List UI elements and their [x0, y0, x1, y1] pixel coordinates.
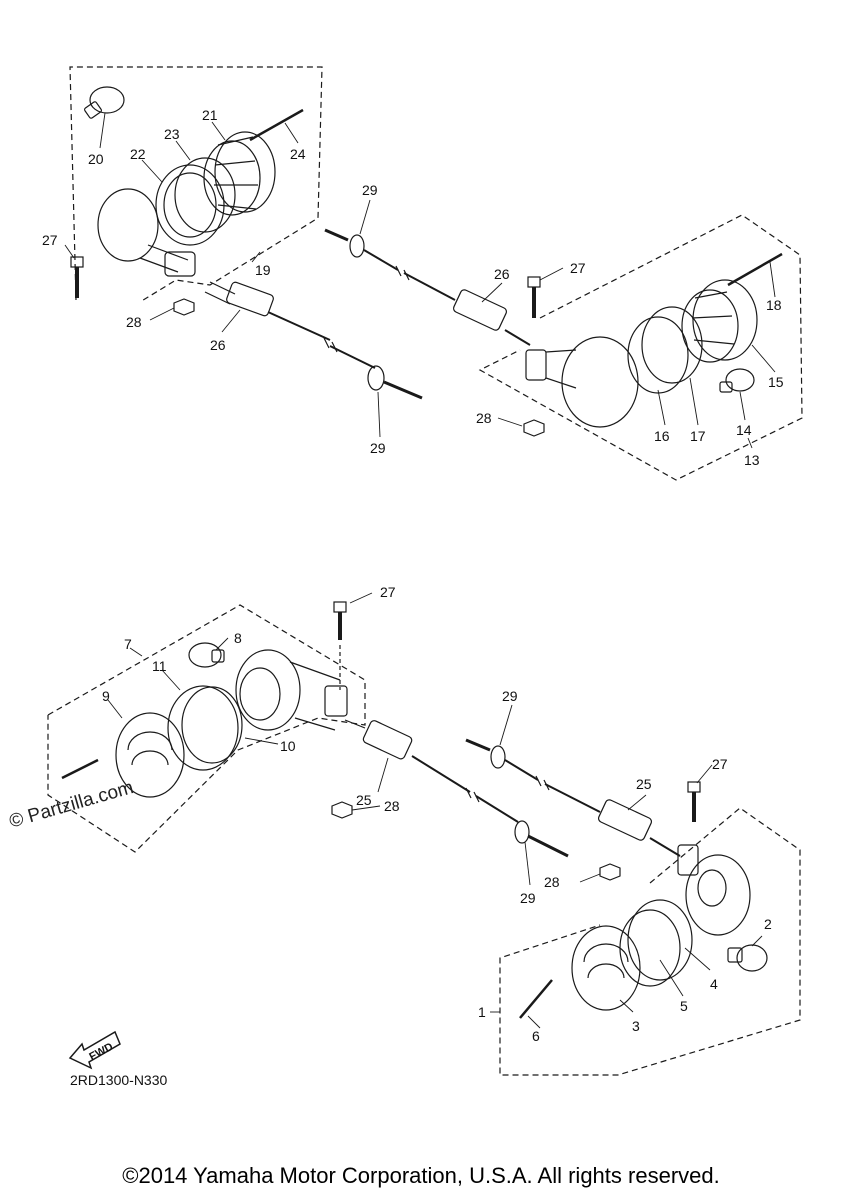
rim-10-icon [181, 686, 243, 764]
gasket-17-icon [641, 306, 703, 384]
callout-25-right: 25 [636, 776, 652, 792]
callout-20: 20 [88, 151, 104, 167]
callout-23: 23 [164, 126, 180, 142]
callout-28-rear-left: 28 [384, 798, 400, 814]
callout-18: 18 [766, 297, 782, 313]
front-left-turn-signal-assembly [69, 66, 423, 400]
callout-27-right: 27 [570, 260, 586, 276]
callout-14: 14 [736, 422, 752, 438]
leader-lines [64, 112, 776, 1029]
bolt-27-right-icon [527, 276, 541, 318]
copyright-notice: ©2014 Yamaha Motor Corporation, U.S.A. A… [122, 1163, 720, 1188]
housing-7-icon [235, 649, 348, 731]
callout-29-right: 29 [362, 182, 378, 198]
connector-26-icon [204, 281, 376, 369]
assembly-1-boundary [499, 807, 801, 1076]
callout-28-right: 28 [476, 410, 492, 426]
callout-9: 9 [102, 688, 110, 704]
callout-8: 8 [234, 630, 242, 646]
callout-3: 3 [632, 1018, 640, 1034]
callout-17: 17 [690, 428, 706, 444]
callout-2: 2 [764, 916, 772, 932]
housing-1-icon [677, 844, 751, 936]
callout-1: 1 [478, 1004, 486, 1020]
bolt-27-icon [70, 256, 84, 298]
gasket-23-icon [174, 157, 236, 233]
lens-16-icon [627, 316, 689, 394]
callout-27-rear-right: 27 [712, 756, 728, 772]
assembly-7-boundary [47, 604, 366, 853]
callout-6: 6 [532, 1028, 540, 1044]
assembly-19-boundary [69, 66, 323, 303]
nut-28-rear-right-icon [599, 863, 621, 881]
callout-21: 21 [202, 107, 218, 123]
callout-22: 22 [130, 146, 146, 162]
screw-6-icon [519, 979, 553, 1019]
rear-left-turn-signal-assembly [47, 601, 569, 858]
callout-19: 19 [255, 262, 271, 278]
bulb-14-icon [719, 368, 755, 393]
rear-right-turn-signal-assembly [465, 738, 801, 1076]
callout-15: 15 [768, 374, 784, 390]
lens-22-icon [155, 164, 225, 246]
bolt-27-rear-left-icon [333, 601, 347, 690]
callout-27-rear-left: 27 [380, 584, 396, 600]
bulb-2-icon [727, 944, 768, 972]
nut-28-icon [173, 298, 195, 316]
screw-24-icon [249, 108, 304, 142]
callout-11: 11 [152, 658, 167, 674]
housing-19-icon [97, 188, 196, 277]
front-right-turn-signal-assembly [324, 214, 803, 481]
callout-24: 24 [290, 146, 306, 162]
diagram-code: 2RD1300-N330 [70, 1072, 168, 1088]
grommet-29-rear-right-icon [465, 738, 601, 813]
rim-21-icon [203, 131, 276, 216]
nut-28-right-icon [523, 419, 545, 437]
nut-28-rear-left-icon [331, 801, 353, 819]
forward-arrow-icon: FWD [68, 1030, 121, 1070]
lens-9-icon [115, 712, 185, 798]
assembly-13-boundary [478, 214, 803, 481]
rim-15-icon [681, 279, 758, 363]
callout-29: 29 [370, 440, 386, 456]
bulb-8-icon [188, 642, 225, 668]
connector-25-left-icon [344, 719, 569, 858]
connector-26-right-icon [452, 289, 508, 331]
housing-13-icon [525, 336, 639, 428]
fwd-label: FWD [87, 1041, 115, 1063]
callout-29-rear-right: 29 [502, 688, 518, 704]
connector-25-right-icon [597, 799, 653, 841]
screw-18-icon [727, 252, 783, 287]
callout-7: 7 [124, 636, 132, 652]
callout-4: 4 [710, 976, 718, 992]
grommet-29-right-icon [324, 228, 456, 301]
callout-27: 27 [42, 232, 58, 248]
lens-3-icon [571, 925, 641, 1011]
callout-16: 16 [654, 428, 670, 444]
callout-25: 25 [356, 792, 372, 808]
grommet-29-icon [367, 365, 423, 400]
callout-28: 28 [126, 314, 142, 330]
screw-12-icon [61, 758, 99, 780]
callout-26-right: 26 [494, 266, 510, 282]
bolt-27-rear-right-icon [687, 781, 701, 822]
callout-13: 13 [744, 452, 760, 468]
callout-10: 10 [280, 738, 296, 754]
gasket-11-icon [167, 685, 239, 771]
callout-29-rear-left: 29 [520, 890, 536, 906]
callout-26: 26 [210, 337, 226, 353]
rim-4-icon [627, 899, 693, 981]
callout-5: 5 [680, 998, 688, 1014]
callout-28-rear-right: 28 [544, 874, 560, 890]
bulb-20-icon [84, 86, 125, 119]
